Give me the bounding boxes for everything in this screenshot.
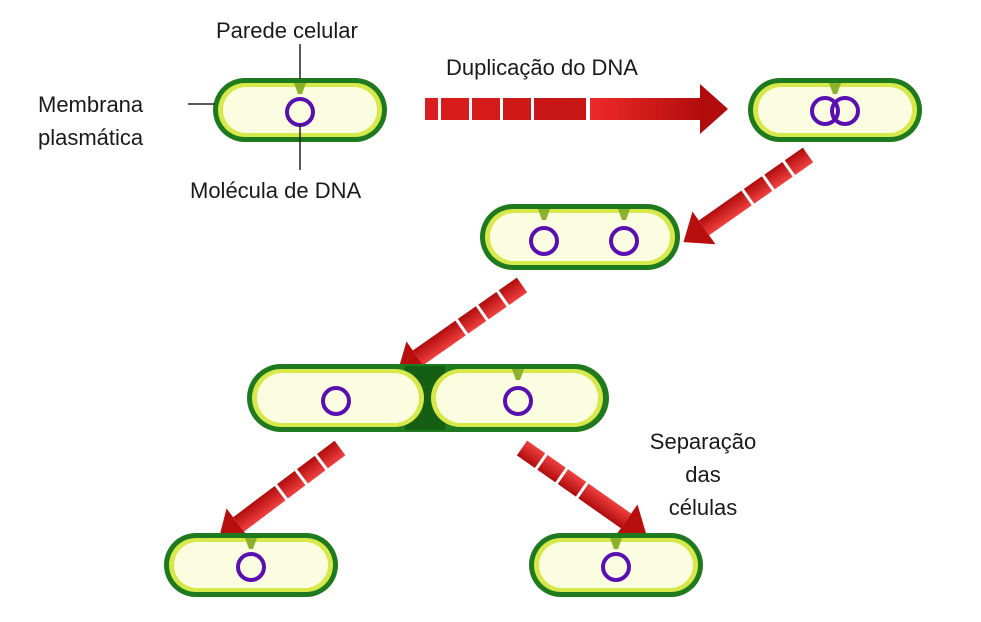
duplication-arrow (425, 84, 728, 134)
dna-circle (321, 386, 351, 416)
cell-stage-2 (748, 78, 922, 142)
daughter-cell-left (164, 533, 338, 597)
dna-circle (810, 96, 840, 126)
cell-stage-4 (247, 364, 609, 432)
separation-label-line1: Separação (650, 429, 756, 454)
separation-label-line2: das (685, 462, 720, 487)
dna-circle (236, 552, 266, 582)
dna-circle (830, 96, 860, 126)
membrane-label-line1: Membrana (38, 92, 144, 117)
dna-molecule-label: Molécula de DNA (190, 178, 362, 203)
membrane-label-line2: plasmática (38, 125, 144, 150)
dna-circle (601, 552, 631, 582)
dna-circle (609, 226, 639, 256)
dna-duplication-label: Duplicação do DNA (446, 55, 638, 80)
arrow-to-stage-3 (672, 138, 820, 259)
dna-circle (529, 226, 559, 256)
cell-stage-3 (480, 204, 680, 270)
separation-label-line3: células (669, 495, 737, 520)
cell-wall-label: Parede celular (216, 18, 358, 43)
daughter-cell-right (529, 533, 703, 597)
dna-circle (503, 386, 533, 416)
